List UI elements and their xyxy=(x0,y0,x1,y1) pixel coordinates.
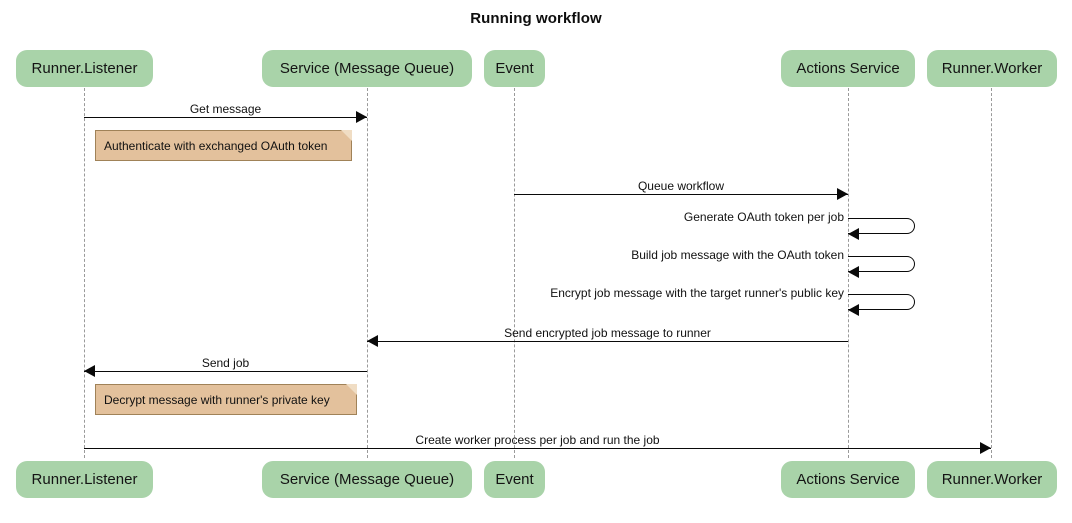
arrowhead-left-icon xyxy=(367,335,378,347)
actor-event-top[interactable]: Event xyxy=(484,50,545,87)
message-label-queue-workflow: Queue workflow xyxy=(637,179,725,193)
message-label-build-job-message: Build job message with the OAuth token xyxy=(631,248,844,262)
note-fold-corner-icon xyxy=(341,130,352,141)
message-label-encrypt-job-message: Encrypt job message with the target runn… xyxy=(550,286,844,300)
message-label-generate-oauth-token-per-job: Generate OAuth token per job xyxy=(683,210,844,224)
message-label-create-worker-process: Create worker process per job and run th… xyxy=(415,433,660,447)
message-line-send-job xyxy=(84,371,367,372)
actor-service-message-queue-top[interactable]: Service (Message Queue) xyxy=(262,50,472,87)
message-line-queue-workflow xyxy=(514,194,848,195)
actor-label: Actions Service xyxy=(796,471,900,488)
message-label-send-job: Send job xyxy=(201,356,250,370)
message-label-send-encrypted-job-message: Send encrypted job message to runner xyxy=(504,326,711,340)
actor-actions-service-top[interactable]: Actions Service xyxy=(781,50,915,87)
actor-label: Service (Message Queue) xyxy=(279,471,455,488)
actor-runner-worker-top[interactable]: Runner.Worker xyxy=(927,50,1057,87)
arrowhead-left-icon xyxy=(848,304,859,316)
message-line-create-worker-process xyxy=(84,448,991,449)
self-loop-encrypt-job-message xyxy=(848,294,915,310)
note-text: Decrypt message with runner's private ke… xyxy=(104,392,330,407)
note-decrypt: Decrypt message with runner's private ke… xyxy=(95,384,357,415)
actor-label: Runner.Listener xyxy=(31,471,138,488)
message-line-send-encrypted-job-message xyxy=(367,341,848,342)
actor-label: Actions Service xyxy=(796,60,900,77)
actor-label: Runner.Worker xyxy=(941,60,1043,77)
lifeline-runner-listener xyxy=(84,88,85,458)
note-text: Authenticate with exchanged OAuth token xyxy=(104,138,328,153)
self-loop-generate-oauth-token-per-job xyxy=(848,218,915,234)
note-fold-corner-icon xyxy=(346,384,357,395)
arrowhead-left-icon xyxy=(848,228,859,240)
actor-label: Service (Message Queue) xyxy=(279,60,455,77)
self-loop-build-job-message xyxy=(848,256,915,272)
note-authenticate: Authenticate with exchanged OAuth token xyxy=(95,130,352,161)
actor-label: Runner.Worker xyxy=(941,471,1043,488)
arrowhead-left-icon xyxy=(848,266,859,278)
actor-label: Event xyxy=(495,471,534,488)
actor-actions-service-bottom[interactable]: Actions Service xyxy=(781,461,915,498)
lifeline-event xyxy=(514,88,515,458)
actor-runner-listener-bottom[interactable]: Runner.Listener xyxy=(16,461,153,498)
arrowhead-right-icon xyxy=(980,442,991,454)
lifeline-service-message-queue xyxy=(367,88,368,458)
arrowhead-left-icon xyxy=(84,365,95,377)
actor-runner-worker-bottom[interactable]: Runner.Worker xyxy=(927,461,1057,498)
actor-event-bottom[interactable]: Event xyxy=(484,461,545,498)
arrowhead-right-icon xyxy=(356,111,367,123)
page-title: Running workflow xyxy=(470,10,602,27)
actor-label: Runner.Listener xyxy=(31,60,138,77)
actor-service-message-queue-bottom[interactable]: Service (Message Queue) xyxy=(262,461,472,498)
message-line-get-message xyxy=(84,117,367,118)
arrowhead-right-icon xyxy=(837,188,848,200)
actor-label: Event xyxy=(495,60,534,77)
actor-runner-listener-top[interactable]: Runner.Listener xyxy=(16,50,153,87)
lifeline-runner-worker xyxy=(991,88,992,458)
message-label-get-message: Get message xyxy=(189,102,262,116)
